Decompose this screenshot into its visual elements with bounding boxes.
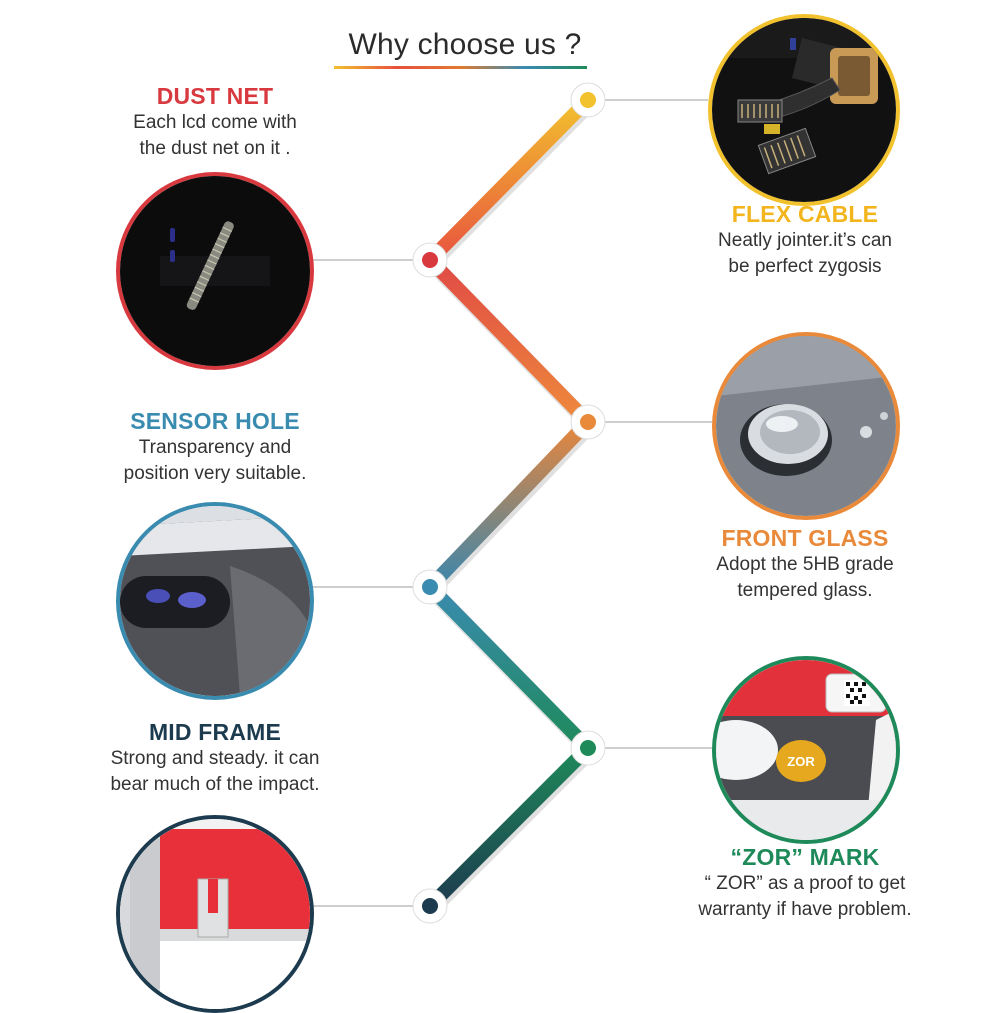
feature-zor-mark: “ZOR” MARK “ ZOR” as a proof to get warr… — [660, 843, 950, 923]
feature-flex-cable: FLEX CABLE Neatly jointer.it’s can be pe… — [670, 200, 940, 280]
feature-dust-net: DUST NET Each lcd come with the dust net… — [90, 82, 340, 162]
feature-heading: DUST NET — [156, 83, 274, 109]
feature-front-glass: FRONT GLASS Adopt the 5HB grade tempered… — [670, 524, 940, 604]
feature-desc-line: Neatly jointer.it’s can — [718, 230, 892, 251]
feature-desc-line: the dust net on it . — [139, 138, 291, 159]
feature-desc-line: Strong and steady. it can — [110, 748, 320, 769]
node-flex-cable — [580, 92, 596, 108]
sensor-hole-photo — [116, 502, 314, 700]
feature-desc-line: tempered glass. — [737, 580, 873, 601]
feature-desc-line: be perfect zygosis — [728, 256, 882, 277]
feature-heading: SENSOR HOLE — [130, 408, 300, 434]
node-zor-mark — [580, 740, 596, 756]
feature-heading: FRONT GLASS — [721, 525, 889, 551]
mid-frame-photo — [116, 815, 314, 1013]
feature-mid-frame: MID FRAME Strong and steady. it can bear… — [90, 718, 340, 798]
feature-desc-line: Each lcd come with — [133, 112, 297, 133]
zor-badge: ZOR — [776, 740, 826, 782]
feature-sensor-hole: SENSOR HOLE Transparency and position ve… — [90, 407, 340, 487]
dust-net-photo — [116, 172, 314, 370]
zor-mark-photo: ZOR — [712, 656, 900, 844]
node-front-glass — [580, 414, 596, 430]
feature-heading: “ZOR” MARK — [730, 844, 880, 870]
front-glass-photo — [712, 332, 900, 520]
node-dust-net — [422, 252, 438, 268]
node-sensor-hole — [422, 579, 438, 595]
zor-badge-label: ZOR — [787, 753, 815, 769]
feature-desc-line: warranty if have problem. — [698, 899, 912, 920]
feature-desc-line: Transparency and — [138, 437, 292, 458]
feature-desc-line: position very suitable. — [123, 463, 307, 484]
feature-desc-line: Adopt the 5HB grade — [716, 554, 894, 575]
feature-desc-line: bear much of the impact. — [110, 774, 320, 795]
node-mid-frame — [422, 898, 438, 914]
feature-desc-line: “ ZOR” as a proof to get — [704, 873, 906, 894]
feature-heading: MID FRAME — [148, 719, 282, 745]
flex-cable-photo — [708, 14, 900, 206]
page-title: Why choose us ? — [348, 28, 582, 61]
title-underline — [334, 66, 587, 69]
